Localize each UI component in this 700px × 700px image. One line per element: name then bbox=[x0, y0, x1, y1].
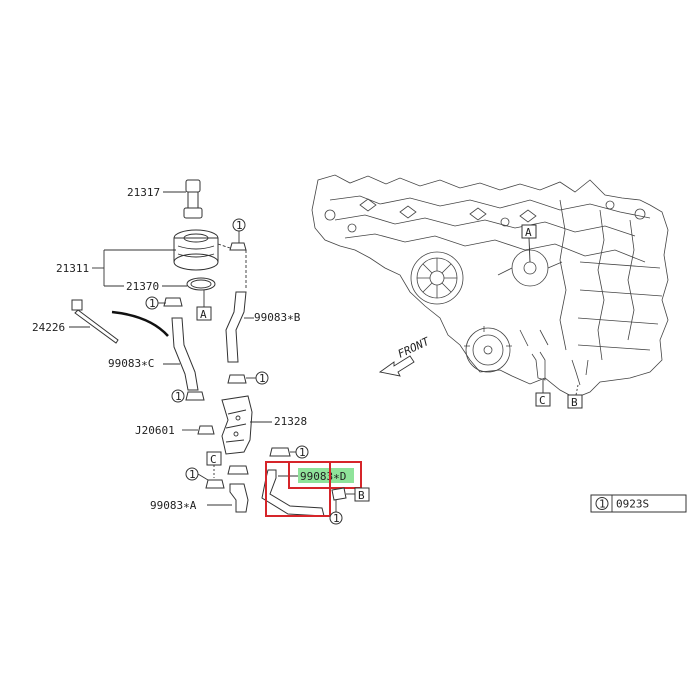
front-label: FRONT bbox=[396, 334, 433, 360]
ref-c-label: C bbox=[539, 394, 546, 407]
label-99083-d: 99083∗D bbox=[300, 470, 346, 483]
label-j20601: J20601 bbox=[135, 424, 175, 437]
label-24226: 24226 bbox=[32, 321, 65, 334]
clip bbox=[229, 242, 247, 251]
legend-code: 0923S bbox=[616, 498, 649, 511]
label-99083-c: 99083∗C bbox=[108, 357, 154, 370]
engine-drawing bbox=[311, 174, 669, 399]
circle-ref-1-b: 1 bbox=[149, 297, 156, 310]
highlight-99083-d bbox=[298, 468, 354, 483]
legend-box: 1 0923S bbox=[590, 494, 687, 513]
label-99083-a: 99083∗A bbox=[150, 499, 197, 512]
highlight-box-hose bbox=[265, 461, 331, 517]
ref-b-label: B bbox=[571, 396, 578, 409]
bolt-j20601 bbox=[197, 425, 215, 435]
circle-ref-1-f: 1 bbox=[189, 468, 196, 481]
ref-a-label: A bbox=[525, 226, 532, 239]
part-21328-bracket bbox=[221, 395, 253, 455]
ref-b-box bbox=[567, 394, 583, 409]
label-21328: 21328 bbox=[274, 415, 307, 428]
ref-b-label-left: B bbox=[358, 489, 365, 502]
front-arrow: FRONT bbox=[378, 334, 433, 377]
ref-b-box-left bbox=[354, 487, 370, 502]
circle-ref-1-text: 1 bbox=[236, 219, 243, 232]
circle-ref-1-e: 1 bbox=[299, 446, 306, 459]
hose-99083-b bbox=[225, 291, 247, 363]
hose-99083-d bbox=[261, 469, 325, 517]
label-99083-b: 99083∗B bbox=[254, 311, 301, 324]
circle-ref-1-d: 1 bbox=[175, 390, 182, 403]
label-21370: 21370 bbox=[126, 280, 159, 293]
part-21311-housing bbox=[173, 229, 219, 271]
ref-c-label-left: C bbox=[210, 453, 217, 466]
circle-ref-1-g: 1 bbox=[333, 512, 340, 525]
hose-99083-c bbox=[171, 317, 199, 391]
label-21311: 21311 bbox=[56, 262, 89, 275]
circle-ref-1-c: 1 bbox=[259, 372, 266, 385]
label-21317: 21317 bbox=[127, 186, 160, 199]
legend-num: 1 bbox=[599, 498, 606, 511]
part-24226-tie bbox=[71, 299, 119, 344]
part-21317-fitting bbox=[183, 179, 203, 219]
ref-a-label-left: A bbox=[200, 308, 207, 321]
hose-99083-a bbox=[229, 483, 249, 513]
